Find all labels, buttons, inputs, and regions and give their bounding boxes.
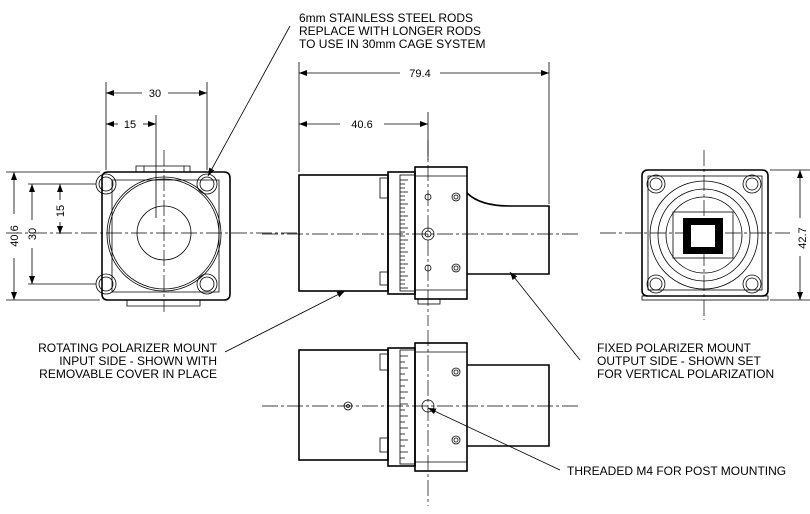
note-rotating-line-1: ROTATING POLARIZER MOUNT bbox=[38, 341, 218, 355]
dim-width-30: 30 bbox=[149, 88, 161, 100]
dim-length-40-6: 40.6 bbox=[351, 119, 372, 131]
note-fixed: FIXED POLARIZER MOUNT OUTPUT SIDE - SHOW… bbox=[597, 341, 774, 381]
note-rods-line-3: TO USE IN 30mm CAGE SYSTEM bbox=[299, 37, 485, 51]
leader-lines bbox=[207, 25, 581, 471]
note-fixed-line-1: FIXED POLARIZER MOUNT bbox=[597, 341, 752, 355]
dim-height-30: 30 bbox=[27, 228, 39, 240]
note-rotating-line-3: REMOVABLE COVER IN PLACE bbox=[39, 367, 217, 381]
bottom-view bbox=[262, 330, 580, 506]
output-end-view: 42.7 bbox=[600, 150, 810, 320]
note-rods-line-1: 6mm STAINLESS STEEL RODS bbox=[299, 11, 473, 25]
dim-length-79-4: 79.4 bbox=[409, 68, 430, 80]
note-rotating: ROTATING POLARIZER MOUNT INPUT SIDE - SH… bbox=[38, 341, 218, 381]
note-fixed-line-2: OUTPUT SIDE - SHOWN SET bbox=[597, 354, 761, 368]
note-rotating-line-2: INPUT SIDE - SHOWN WITH bbox=[59, 354, 217, 368]
note-threaded: THREADED M4 FOR POST MOUNTING bbox=[567, 464, 786, 478]
dim-half-15: 15 bbox=[124, 119, 136, 131]
dim-height-40-6: 40.6 bbox=[9, 225, 21, 246]
side-view: 79.4 40.6 bbox=[262, 62, 580, 326]
angle-scale-ticks bbox=[400, 179, 408, 289]
note-rods: 6mm STAINLESS STEEL RODS REPLACE WITH LO… bbox=[299, 11, 485, 51]
note-rods-line-2: REPLACE WITH LONGER RODS bbox=[299, 24, 481, 38]
input-end-view: 30 15 40.6 30 15 bbox=[6, 82, 300, 312]
dim-vert-15: 15 bbox=[55, 205, 67, 217]
dim-height-42-7: 42.7 bbox=[797, 227, 809, 248]
note-fixed-line-3: FOR VERTICAL POLARIZATION bbox=[597, 367, 774, 381]
